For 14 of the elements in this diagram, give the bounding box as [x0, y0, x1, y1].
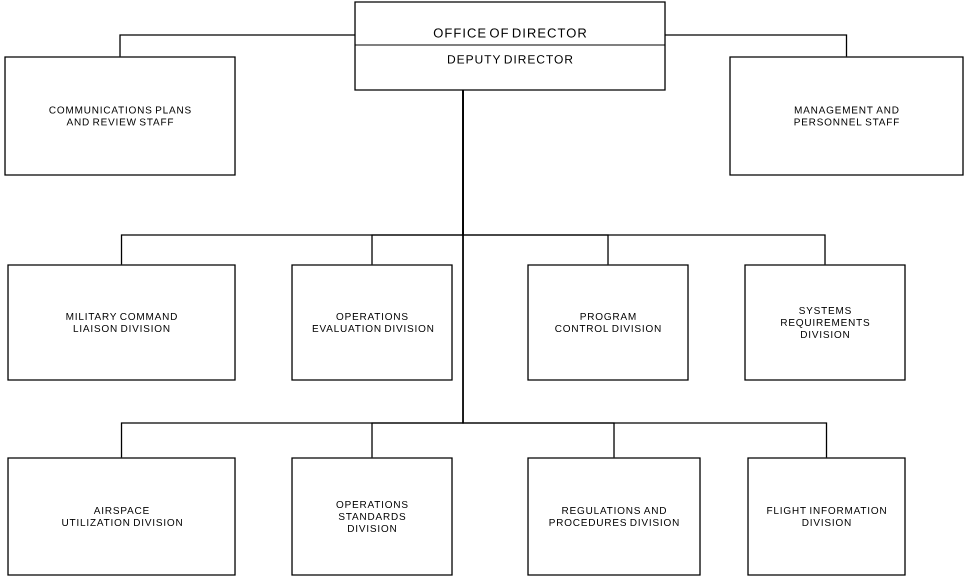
connector-line	[462, 90, 828, 458]
org-box: MILITARY COMMAND LIAISON DIVISION	[7, 264, 236, 381]
director-box: OFFICE OF DIRECTOR DEPUTY DIRECTOR	[354, 1, 666, 91]
org-box: SYSTEMS REQUIREMENTS DIVISION	[744, 264, 906, 381]
connector-line	[119, 34, 355, 56]
org-box: REGULATIONS AND PROCEDURES DIVISION	[527, 457, 701, 576]
org-box: OPERATIONS EVALUATION DIVISION	[291, 264, 453, 381]
org-box: FLIGHT INFORMATION DIVISION	[747, 457, 906, 576]
org-box: PROGRAM CONTROL DIVISION	[527, 264, 689, 381]
connector-line	[665, 34, 848, 56]
org-box: MANAGEMENT AND PERSONNEL STAFF	[729, 56, 964, 176]
org-box: OPERATIONS STANDARDS DIVISION	[291, 457, 453, 576]
org-box: COMMUNICATIONS PLANS AND REVIEW STAFF	[4, 56, 236, 176]
org-box: AIRSPACE UTILIZATION DIVISION	[7, 457, 236, 576]
